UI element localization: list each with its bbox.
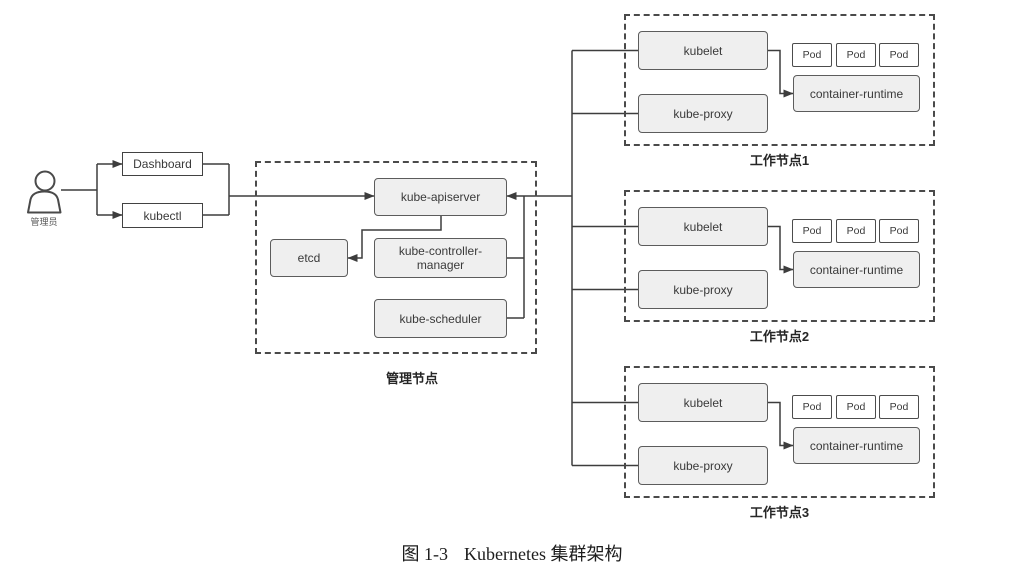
wire-apiserver-to-etcd — [347, 216, 442, 262]
pod-box: Pod — [792, 395, 832, 419]
pod-box: Pod — [879, 43, 919, 67]
admin-label: 管理员 — [30, 217, 58, 227]
kube-proxy-box-1: kube-proxy — [638, 94, 768, 133]
worker-node-3-frame — [624, 366, 935, 498]
wire-kubelet-runtime-2 — [768, 225, 794, 274]
master-node-frame — [255, 161, 537, 354]
worker-node-2-label: 工作节点2 — [749, 329, 810, 344]
pod-box: Pod — [792, 43, 832, 67]
kube-scheduler-box: kube-scheduler — [374, 299, 507, 338]
pod-box: Pod — [836, 395, 876, 419]
worker-node-1-frame — [624, 14, 935, 146]
kubelet-box-3: kubelet — [638, 383, 768, 422]
figure-caption: 图 1-3 Kubernetes 集群架构 — [0, 540, 1024, 566]
dashboard-box: Dashboard — [122, 152, 203, 176]
kubelet-box-1: kubelet — [638, 31, 768, 70]
pod-box: Pod — [879, 219, 919, 243]
kube-controller-manager-box: kube-controller-manager — [374, 238, 507, 278]
kube-apiserver-box: kube-apiserver — [374, 178, 507, 216]
pod-box: Pod — [879, 395, 919, 419]
worker-node-2-frame — [624, 190, 935, 322]
wire-kubelet-runtime-1 — [768, 49, 794, 98]
worker-node-3: kubelet kube-proxy Pod Pod Pod container… — [624, 366, 935, 526]
wire-kubelet-runtime-3 — [768, 401, 794, 450]
worker-node-1: kubelet kube-proxy Pod Pod Pod container… — [624, 14, 935, 174]
etcd-box: etcd — [270, 239, 348, 277]
worker-node-1-label: 工作节点1 — [749, 153, 810, 168]
figure-number: 图 1-3 — [401, 544, 449, 564]
figure-title: Kubernetes 集群架构 — [464, 544, 623, 564]
pod-box: Pod — [836, 219, 876, 243]
kubectl-box: kubectl — [122, 203, 203, 228]
kube-proxy-box-2: kube-proxy — [638, 270, 768, 309]
worker-node-3-label: 工作节点3 — [749, 505, 810, 520]
kube-proxy-box-3: kube-proxy — [638, 446, 768, 485]
container-runtime-box-2: container-runtime — [793, 251, 920, 288]
pod-box: Pod — [836, 43, 876, 67]
pod-box: Pod — [792, 219, 832, 243]
master-node-label: 管理节点 — [385, 371, 438, 386]
kubelet-box-2: kubelet — [638, 207, 768, 246]
container-runtime-box-3: container-runtime — [793, 427, 920, 464]
worker-node-2: kubelet kube-proxy Pod Pod Pod container… — [624, 190, 935, 350]
admin-user-icon — [27, 170, 62, 214]
container-runtime-box-1: container-runtime — [793, 75, 920, 112]
wires-group — [61, 49, 794, 467]
